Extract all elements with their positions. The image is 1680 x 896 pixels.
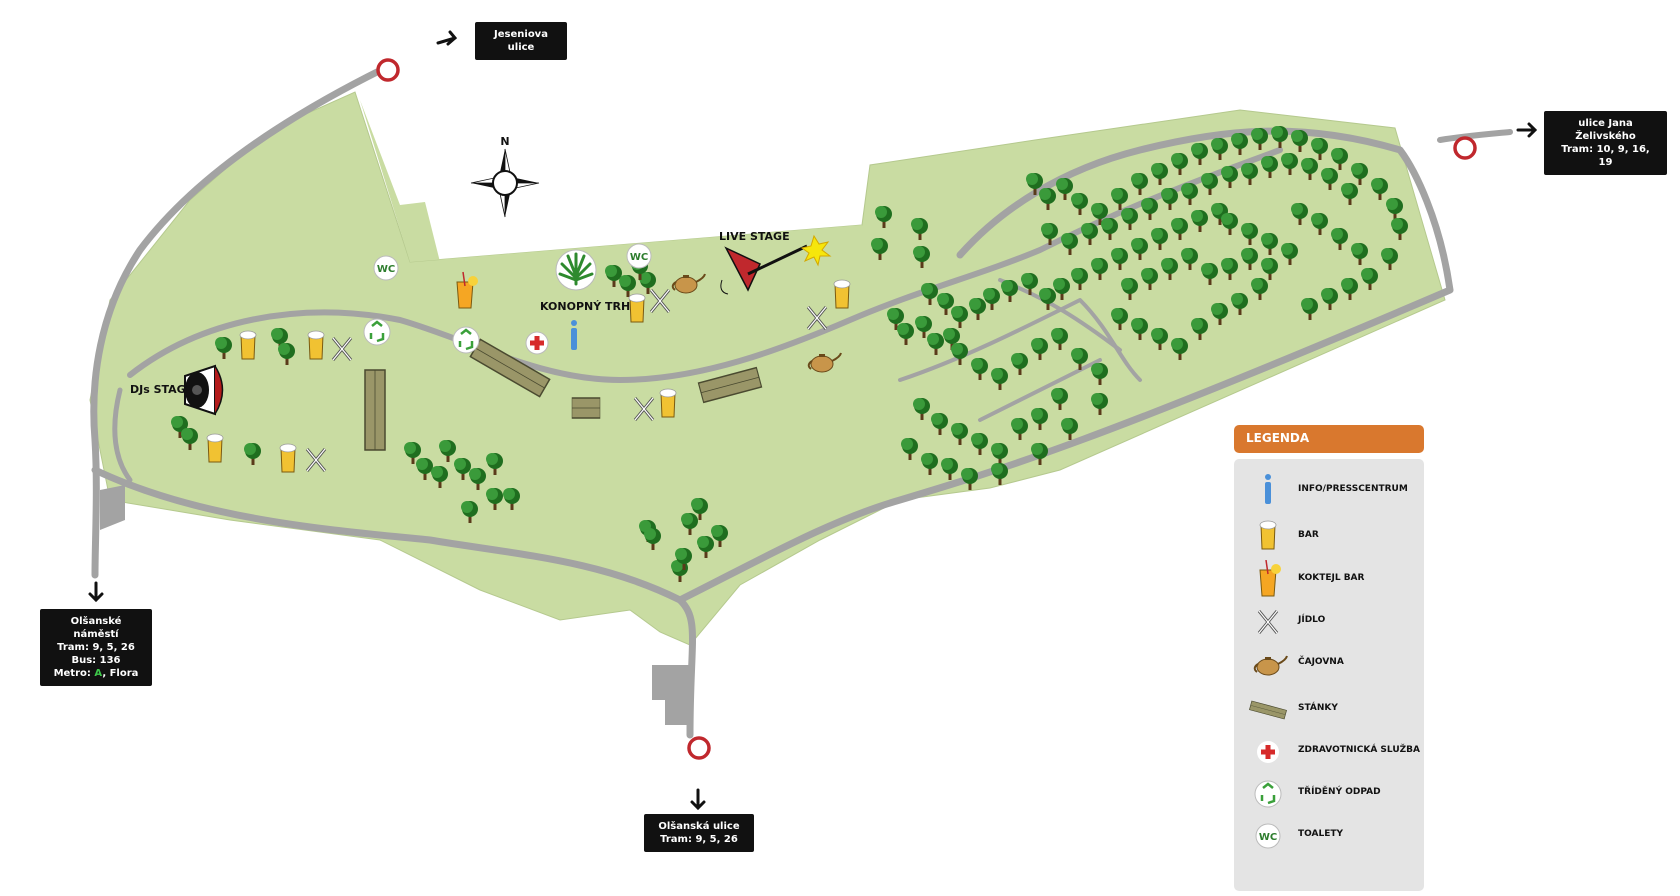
metro-line-a: A — [94, 668, 103, 679]
label-zelivskeho-line2: Tram: 10, 9, 16, 19 — [1561, 144, 1650, 168]
legend-item-teahouse: ČAJOVNA — [1234, 644, 1424, 684]
label-zelivskeho-line1: ulice Jana Želivského — [1575, 118, 1636, 142]
compass-icon: N — [470, 135, 540, 218]
stall-3 — [571, 397, 601, 419]
bar-icon-2 — [307, 330, 325, 360]
legend-label-bar: BAR — [1298, 530, 1319, 540]
label-olsanska: Olšanská ulice Tram: 9, 5, 26 — [644, 814, 754, 852]
bar-icon-7 — [833, 279, 851, 309]
legend-item-first-aid: ZDRAVOTNICKÁ SLUŽBA — [1234, 732, 1424, 772]
path-zelivskeho — [1437, 129, 1513, 143]
entrance-jeseniova — [376, 58, 400, 82]
legend-item-info: INFO/PRESSCENTRUM — [1234, 471, 1424, 511]
cutlery-icon — [1257, 609, 1279, 635]
legend: LEGENDA INFO/PRESSCENTRUM BAR KOKTEJL BA… — [1234, 425, 1424, 891]
recycle-icon-1 — [362, 317, 392, 347]
recycle-icon — [1253, 779, 1283, 809]
path-forest-1 — [898, 298, 1142, 382]
compass-north-label: N — [500, 135, 509, 148]
bar-icon-1 — [239, 330, 257, 360]
info-icon — [571, 320, 577, 350]
live-stage-label: LIVE STAGE — [719, 230, 790, 243]
label-olsanska-line2: Tram: 9, 5, 26 — [660, 834, 738, 845]
dj-speaker-icon — [184, 364, 224, 416]
path-forest-2 — [978, 358, 1102, 422]
arrow-olsanska — [690, 788, 706, 811]
label-olsanske-metro-prefix: Metro: — [53, 668, 95, 679]
stall-icon — [1249, 700, 1287, 720]
cocktail-icon — [1259, 560, 1282, 597]
first-aid-icon — [525, 331, 549, 355]
stall-1 — [364, 369, 386, 451]
arrow-zelivskeho — [1516, 122, 1538, 138]
legend-item-bar: BAR — [1234, 517, 1424, 557]
arrow-olsanske — [88, 581, 104, 603]
wc-icon — [1255, 823, 1281, 849]
beer-icon — [1259, 520, 1277, 550]
bar-icon-4 — [279, 443, 297, 473]
legend-item-cocktail: KOKTEJL BAR — [1234, 560, 1424, 600]
legend-label-info: INFO/PRESSCENTRUM — [1298, 484, 1408, 494]
path-west-bend — [112, 387, 133, 483]
arrow-jeseniova — [436, 30, 458, 46]
legend-label-teahouse: ČAJOVNA — [1298, 657, 1344, 667]
label-jeseniova-text: Jeseniova ulice — [494, 29, 548, 53]
label-olsanske-line3: Bus: 136 — [71, 655, 121, 666]
first-aid-icon — [1257, 741, 1279, 763]
wc-icon-2 — [626, 243, 652, 269]
info-icon — [1265, 474, 1271, 504]
bar-icon-3 — [206, 433, 224, 463]
legend-item-recycle: TŘÍDĚNÝ ODPAD — [1234, 774, 1424, 814]
path-east-loop — [676, 127, 1454, 604]
entrance-zelivskeho — [1453, 136, 1477, 160]
label-olsanske-line4: Metro: A, Flora — [50, 667, 142, 680]
building-south — [652, 665, 690, 725]
label-olsanske-line1: Olšanské náměstí — [70, 616, 122, 640]
legend-title: LEGENDA — [1234, 425, 1424, 453]
legend-label-first-aid: ZDRAVOTNICKÁ SLUŽBA — [1298, 745, 1420, 755]
guitar-icon — [720, 234, 832, 295]
label-jeseniova: Jeseniova ulice — [475, 22, 567, 60]
legend-label-food: JÍDLO — [1298, 615, 1326, 625]
djs-stage-label: DJs STAGE — [130, 383, 193, 396]
label-olsanske: Olšanské náměstí Tram: 9, 5, 26 Bus: 136… — [40, 609, 152, 686]
legend-item-stalls: STÁNKY — [1234, 690, 1424, 730]
label-olsanske-metro-suffix: , Flora — [102, 668, 139, 679]
building-west — [100, 485, 125, 530]
label-zelivskeho: ulice Jana Želivského Tram: 10, 9, 16, 1… — [1544, 111, 1667, 175]
label-olsanska-line1: Olšanská ulice — [658, 821, 740, 832]
entrance-olsanska — [687, 736, 711, 760]
recycle-icon-2 — [451, 325, 481, 355]
path-south — [91, 466, 696, 739]
label-olsanske-line2: Tram: 9, 5, 26 — [57, 642, 135, 653]
bar-icon-5 — [628, 293, 646, 323]
legend-label-cocktail: KOKTEJL BAR — [1298, 573, 1365, 583]
legend-item-food: JÍDLO — [1234, 602, 1424, 642]
legend-label-recycle: TŘÍDĚNÝ ODPAD — [1298, 787, 1381, 797]
legend-label-wc: TOALETY — [1298, 829, 1344, 839]
legend-body: INFO/PRESSCENTRUM BAR KOKTEJL BAR JÍDLO … — [1234, 459, 1424, 891]
bar-icon-6 — [659, 388, 677, 418]
path-north-west — [90, 64, 389, 579]
legend-label-stalls: STÁNKY — [1298, 703, 1338, 713]
wc-icon-1 — [373, 255, 399, 281]
konopny-trh-label: KONOPNÝ TRH — [540, 300, 630, 313]
teapot-icon — [1253, 655, 1288, 676]
cannabis-market-icon — [555, 249, 597, 291]
legend-item-wc: TOALETY — [1234, 816, 1424, 856]
